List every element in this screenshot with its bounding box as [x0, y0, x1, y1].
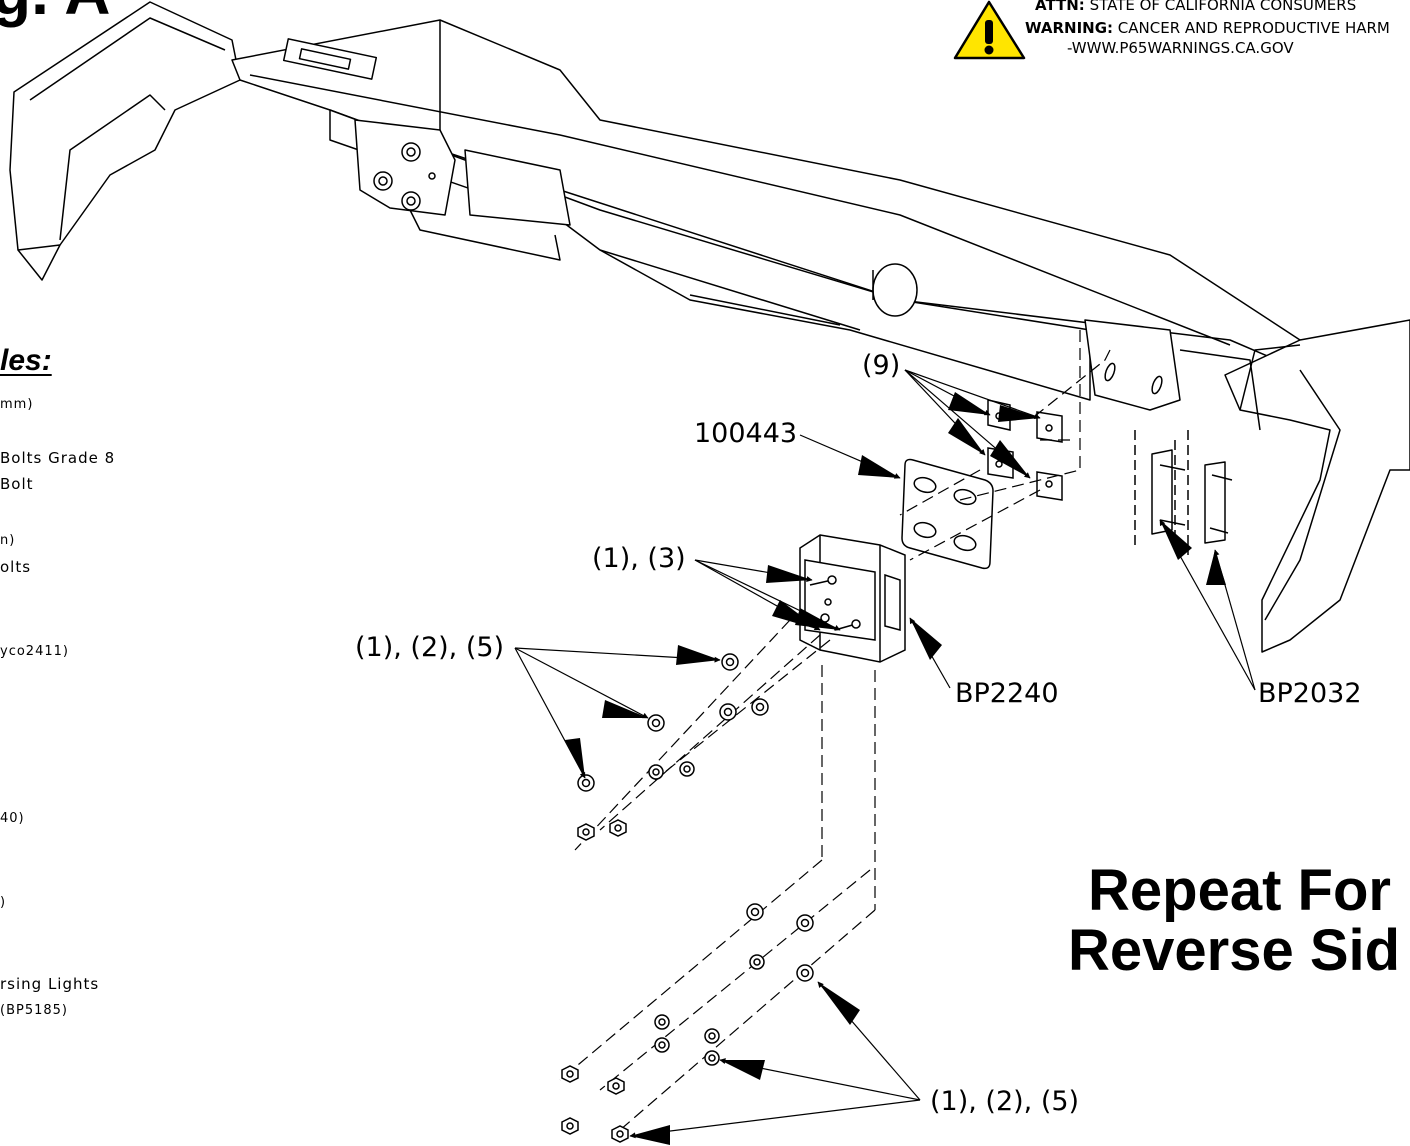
note-line-4: n): [0, 533, 16, 548]
callout-1-2-5-upper: (1), (2), (5): [355, 632, 505, 663]
repeat-line-2: Reverse Sid: [1068, 918, 1401, 983]
callout-1-3: (1), (3): [592, 543, 686, 574]
callout-bp2032: BP2032: [1258, 678, 1362, 709]
note-line-2: Bolts Grade 8: [0, 449, 116, 467]
notes-heading: les:: [0, 344, 52, 377]
callout-9: (9): [862, 350, 901, 381]
bumper-body: [9, 1, 1410, 653]
warning-line-1: ATTN: STATE OF CALIFORNIA CONSUMERS: [1035, 0, 1356, 13]
right-mount-bracket: [1084, 319, 1261, 555]
note-line-8: ): [0, 895, 7, 910]
fasteners: [561, 653, 814, 1143]
note-line-5: olts: [0, 558, 32, 576]
warning-text: CANCER AND REPRODUCTIVE HARM: [1113, 19, 1390, 37]
repeat-line-1: Repeat For: [1088, 858, 1391, 923]
block-bp2240: [799, 534, 906, 663]
note-line-6: yco2411): [0, 644, 69, 659]
note-line-9: rsing Lights: [0, 975, 100, 993]
warning-line-2: WARNING: CANCER AND REPRODUCTIVE HARM: [1025, 21, 1390, 36]
callout-100443: 100443: [694, 418, 798, 449]
plate-100443: [901, 458, 994, 570]
note-line-10: (BP5185): [0, 1003, 68, 1018]
assembly-axis-lines: [559, 330, 1111, 1131]
note-line-1: mm): [0, 397, 34, 412]
warning-url: -WWW.P65WARNINGS.CA.GOV: [1067, 39, 1294, 57]
warning-attn-label: ATTN:: [1035, 0, 1085, 14]
figure-title: g. A: [0, 0, 111, 24]
prop65-warning: ATTN: STATE OF CALIFORNIA CONSUMERS WARN…: [955, 0, 1410, 62]
callout-1-2-5-lower: (1), (2), (5): [930, 1086, 1080, 1117]
warning-triangle-icon: [953, 0, 1026, 60]
arrowhead-overlay: [565, 392, 1226, 1145]
note-line-3: Bolt: [0, 475, 34, 493]
leader-arrows: [514, 369, 1256, 1139]
warning-label: WARNING:: [1025, 19, 1114, 37]
callout-bp2240: BP2240: [955, 678, 1059, 709]
note-line-7: 40): [0, 811, 25, 826]
warning-attn-text: STATE OF CALIFORNIA CONSUMERS: [1084, 0, 1357, 14]
